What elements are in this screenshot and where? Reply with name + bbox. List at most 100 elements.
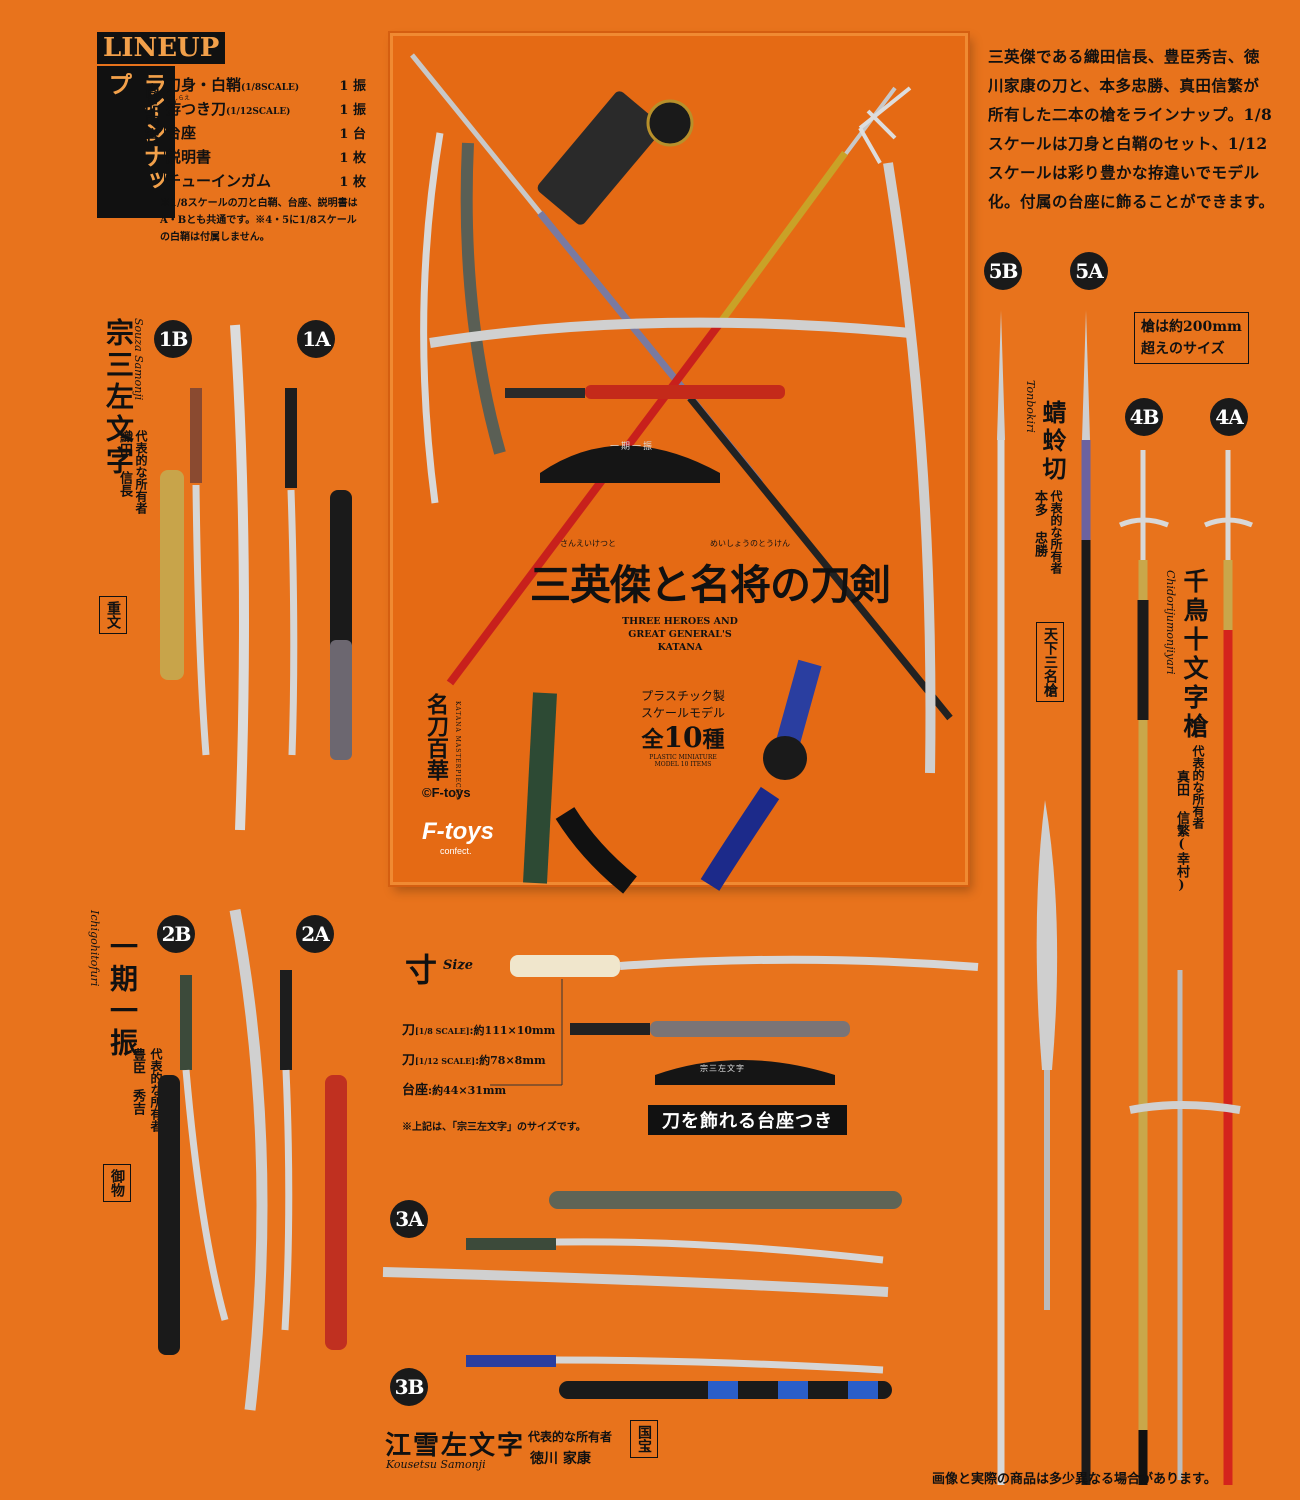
cross-blade [1119, 517, 1169, 528]
lineup-item-qty: 1 [339, 174, 349, 190]
intro-line: 化。付属の台座に飾ることができます。 [988, 192, 1275, 211]
sword1-name: 宗三左文字 [102, 318, 135, 478]
blade [281, 1069, 293, 1331]
hilt [190, 388, 202, 483]
cross-blade [1204, 517, 1253, 528]
saya-black [158, 1075, 180, 1355]
intro-line: スケールは彩り豊かな拵違いでモデル [988, 163, 1260, 182]
spear4-roman: Chidorijumonjiyari [1164, 570, 1177, 675]
hilt [505, 388, 585, 398]
blade-long [229, 908, 268, 1411]
intro-line: 三英傑である織田信長、豊臣秀吉、徳 [988, 47, 1260, 66]
hilt [537, 91, 663, 225]
sword1-models [160, 324, 352, 831]
hilt [180, 975, 192, 1070]
en-line: MODEL 10 ITEMS [654, 761, 712, 768]
lineup-item: こしらえ 拵つき刀(1/12SCALE) 1 振 [166, 95, 366, 120]
total-suffix: 種 [702, 727, 725, 753]
spear-size-line: 槍は約200mm [1141, 319, 1242, 335]
saya-blue [700, 786, 780, 891]
box-title: 三英傑と名将の刀剣 [530, 561, 891, 609]
tsuba [763, 736, 807, 780]
lineup-item-name: 刀身・白鞘 [166, 75, 242, 94]
package-box: 一期一振 さんえいけつと めいしょうのとうけん 三英傑と名将の刀剣 THREE … [390, 33, 968, 894]
badge-4a: 4A [1210, 398, 1248, 436]
sword3-roman: Kousetsu Samonji [386, 1458, 486, 1471]
tsuba [646, 99, 694, 147]
title-ruby-left: さんえいけつと [560, 539, 616, 548]
subtitle-en-line: THREE HEROES AND [622, 616, 738, 627]
size-note: ※上記は、「宗三左文字」のサイズです。 [402, 1122, 586, 1133]
sword2-owner: 豊臣 秀吉 [130, 1048, 145, 1115]
lineup-item: チューインガム 1 枚 [166, 168, 366, 192]
subtitle-en-line: GREAT GENERAL'S [628, 629, 732, 640]
size-title-en: Size [443, 958, 473, 973]
brand-series: 名刀百華 [423, 693, 449, 781]
badge-1a: 1A [297, 320, 335, 358]
badge-3a: 3A [390, 1200, 428, 1238]
intro-line: 所有した二本の槍をラインナップ。1/8 [988, 105, 1273, 124]
sword2-seal: 御物 [103, 1164, 131, 1202]
maker-sub: confect. [440, 846, 472, 856]
brand-series-en: KATANA MASTERPIECES [454, 701, 461, 800]
total-num: 10 [663, 721, 703, 754]
box-subtitle-en: THREE HEROES AND GREAT GENERAL'S KATANA [600, 615, 760, 654]
sword3-owner: 徳川 家康 [530, 1451, 591, 1467]
size-row: 台座:約44×31mm [402, 1076, 555, 1106]
lineup-item-unit: 枚 [352, 150, 366, 166]
cross-blade [858, 86, 912, 164]
hilt [280, 970, 292, 1070]
size-row: 刀[1/12 SCALE]:約78×8mm [402, 1046, 555, 1076]
spear-grip [717, 150, 848, 326]
contents-label: 商品内容 [140, 78, 165, 198]
blade [619, 955, 979, 971]
spear-shaft-dark [687, 395, 953, 721]
en-line: PLASTIC MINIATURE [649, 754, 717, 761]
lineup-item-scale: (1/12SCALE) [226, 106, 291, 117]
spear5-owner-label: 代表的な所有者 [1049, 490, 1063, 574]
lineup-item: 刀身・白鞘(1/8SCALE) 1 振 [166, 72, 366, 96]
size-value: :約44×31mm [428, 1084, 507, 1097]
size-rows: 刀[1/8 SCALE]:約111×10mm 刀[1/12 SCALE]:約78… [402, 1016, 555, 1106]
size-row: 刀[1/8 SCALE]:約111×10mm [402, 1016, 555, 1046]
lineup-item-qty: 1 [339, 150, 349, 166]
lineup-subtitle: ラインナップ [97, 66, 175, 218]
lineup-item-scale: (1/8SCALE) [241, 82, 300, 93]
spear-size-box: 槍は約200mm 超えのサイズ [1134, 312, 1249, 364]
lineup-item-qty: 1 [339, 78, 349, 94]
sword2-roman: Ichigohitofuri [88, 910, 101, 987]
lineup-item: 台座 1 台 [166, 120, 366, 144]
blade [182, 1069, 229, 1321]
material-line: スケールモデル [640, 706, 725, 720]
sword3-owner-label: 代表的な所有者 [528, 1430, 613, 1444]
spear-shaft-red [446, 320, 724, 686]
sword2-name: 一期一振 [106, 932, 139, 1060]
spear5-owner: 本多 忠勝 [1032, 490, 1047, 557]
sword2-models [158, 908, 347, 1411]
material-line: プラスチック製 [641, 689, 725, 703]
badge-3b: 3B [390, 1368, 428, 1406]
spear5-seal: 天下三名槍 [1036, 622, 1064, 702]
size-value: :約78×8mm [475, 1054, 546, 1067]
spear-head [1082, 310, 1090, 440]
spear-head [997, 310, 1005, 440]
spear5-roman: Tonbokiri [1024, 380, 1037, 433]
sword1-roman: Souza Samonji [132, 318, 145, 401]
badge-5a: 5A [1070, 252, 1108, 290]
badge-5b: 5B [984, 252, 1022, 290]
size-scale: [1/8 SCALE] [415, 1026, 470, 1036]
stand-label: 一期一振 [610, 442, 655, 452]
lineup-item-unit: 枚 [352, 174, 366, 190]
lineup-item-qty: 1 [339, 126, 349, 142]
size-label: 刀 [402, 1023, 416, 1038]
lineup-item-name: 説明書 [166, 147, 212, 166]
lineup-note-line: の白鞘は付属しません。 [160, 232, 270, 243]
saya-red [325, 1075, 347, 1350]
spear-size-line: 超えのサイズ [1141, 341, 1225, 357]
blade-long [382, 1267, 889, 1297]
lineup-note-line: A・Bとも共通です。※4・5に1/8スケール [160, 215, 357, 226]
box-copyright: ©F-toys [422, 785, 471, 800]
intro-text: 三英傑である織田信長、豊臣秀吉、徳 川家康の刀と、本多忠勝、真田信繁が 所有した… [988, 42, 1274, 216]
saya [460, 142, 506, 455]
shirasaya-hilt [510, 955, 620, 977]
